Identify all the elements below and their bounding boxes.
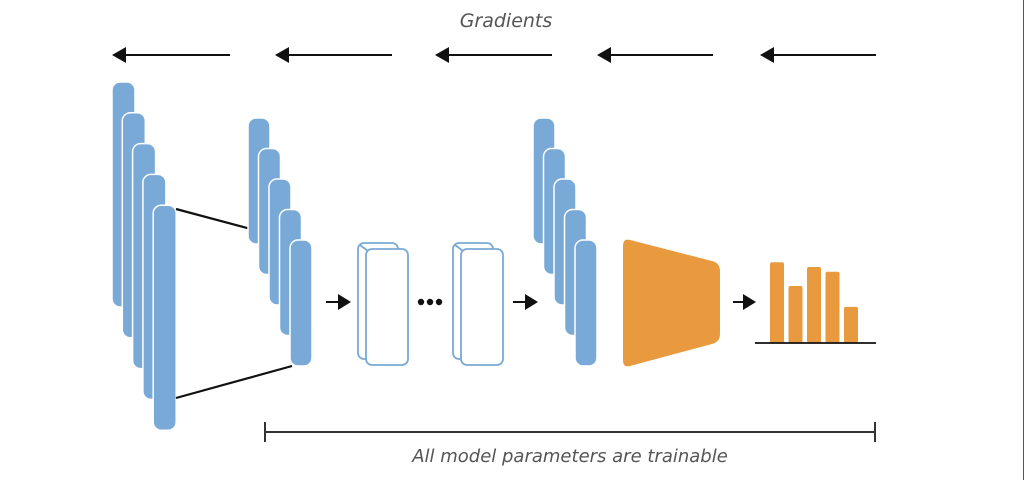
gradient-arrow	[597, 47, 713, 63]
arrowhead-left-icon	[597, 47, 611, 63]
trainable-bracket	[264, 422, 876, 442]
gradient-arrow	[275, 47, 392, 63]
conv-layer-1-feature-maps	[247, 117, 313, 367]
feature-map-slice	[152, 204, 177, 431]
output-bar	[770, 262, 784, 343]
output-distribution	[770, 262, 858, 343]
gradient-arrow	[760, 47, 876, 63]
trainable-caption: All model parameters are trainable	[411, 446, 728, 467]
projection-line-bottom	[175, 364, 293, 400]
output-bar	[788, 286, 803, 343]
gradient-arrow	[112, 47, 230, 63]
feature-map-slice	[574, 239, 598, 367]
output-bar	[825, 271, 840, 343]
gradients-label: Gradients	[460, 10, 553, 32]
output-bar	[807, 267, 821, 343]
forward-arrow-2	[513, 294, 538, 310]
arrowhead-left-icon	[112, 47, 126, 63]
arrowhead-left-icon	[435, 47, 449, 63]
gradient-arrow	[435, 47, 552, 63]
gradient-arrows	[112, 47, 876, 63]
classification-head	[623, 239, 720, 367]
forward-arrow-1	[326, 294, 351, 310]
hidden-layer-block-1	[357, 242, 409, 366]
feature-map-slice	[289, 239, 313, 367]
arrowhead-left-icon	[275, 47, 289, 63]
last-hidden-feature-maps	[532, 117, 598, 367]
forward-arrow-3	[733, 294, 756, 310]
ellipsis-dots	[417, 298, 443, 306]
hidden-layer-block-2	[452, 242, 504, 366]
arrowhead-left-icon	[760, 47, 774, 63]
output-bar	[844, 306, 858, 343]
input-feature-maps	[111, 81, 177, 431]
